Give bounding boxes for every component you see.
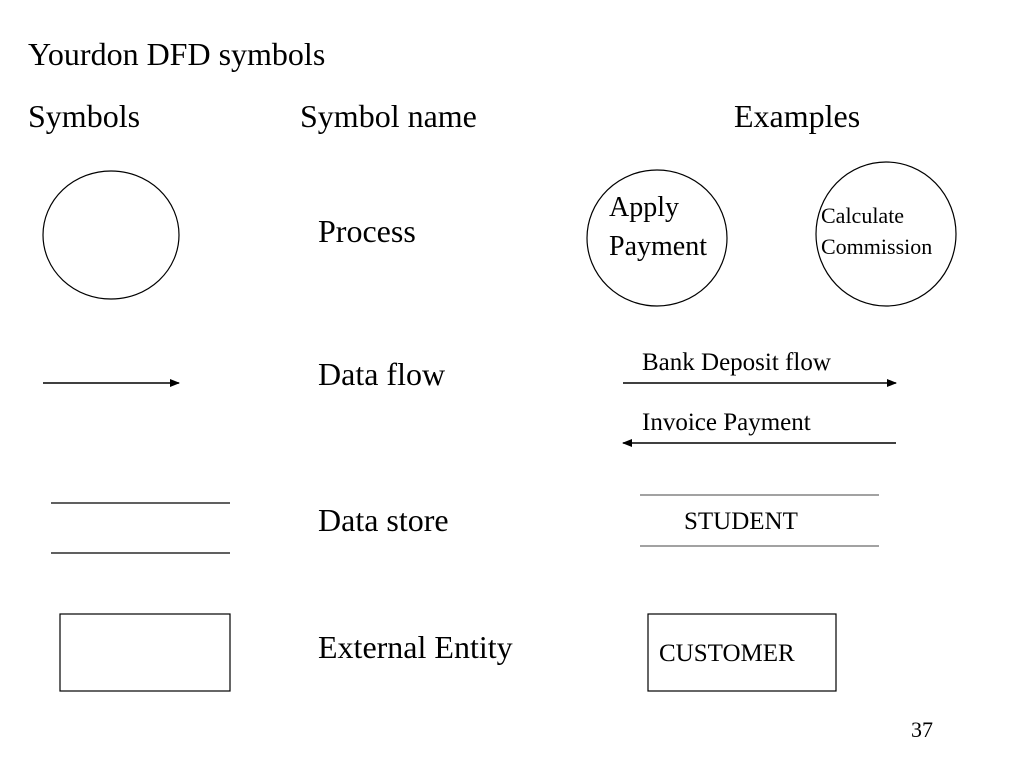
external-entity-label: External Entity [318, 629, 513, 665]
apply-payment-line1: Apply [609, 192, 679, 223]
process-label: Process [318, 213, 416, 249]
apply-payment-line2: Payment [609, 231, 707, 262]
student-store-label: STUDENT [684, 508, 798, 535]
page-number: 37 [911, 717, 933, 742]
process-symbol-circle [42, 170, 180, 300]
calculate-commission-line1: Calculate [821, 203, 905, 228]
invoice-payment-label: Invoice Payment [642, 409, 811, 436]
data-store-label: Data store [318, 502, 449, 538]
data-flow-label: Data flow [318, 356, 446, 392]
header-symbol-name: Symbol name [300, 98, 477, 134]
apply-payment-circle [586, 169, 728, 307]
customer-entity-box [647, 613, 837, 692]
external-entity-symbol-box [59, 613, 231, 692]
customer-entity-label: CUSTOMER [659, 640, 795, 667]
slide-title: Yourdon DFD symbols [28, 36, 326, 72]
header-symbols: Symbols [28, 98, 141, 134]
calculate-commission-circle [815, 161, 957, 307]
bank-deposit-flow-label: Bank Deposit flow [642, 349, 831, 376]
calculate-commission-line2: Commission [821, 234, 933, 259]
header-examples: Examples [734, 98, 861, 134]
